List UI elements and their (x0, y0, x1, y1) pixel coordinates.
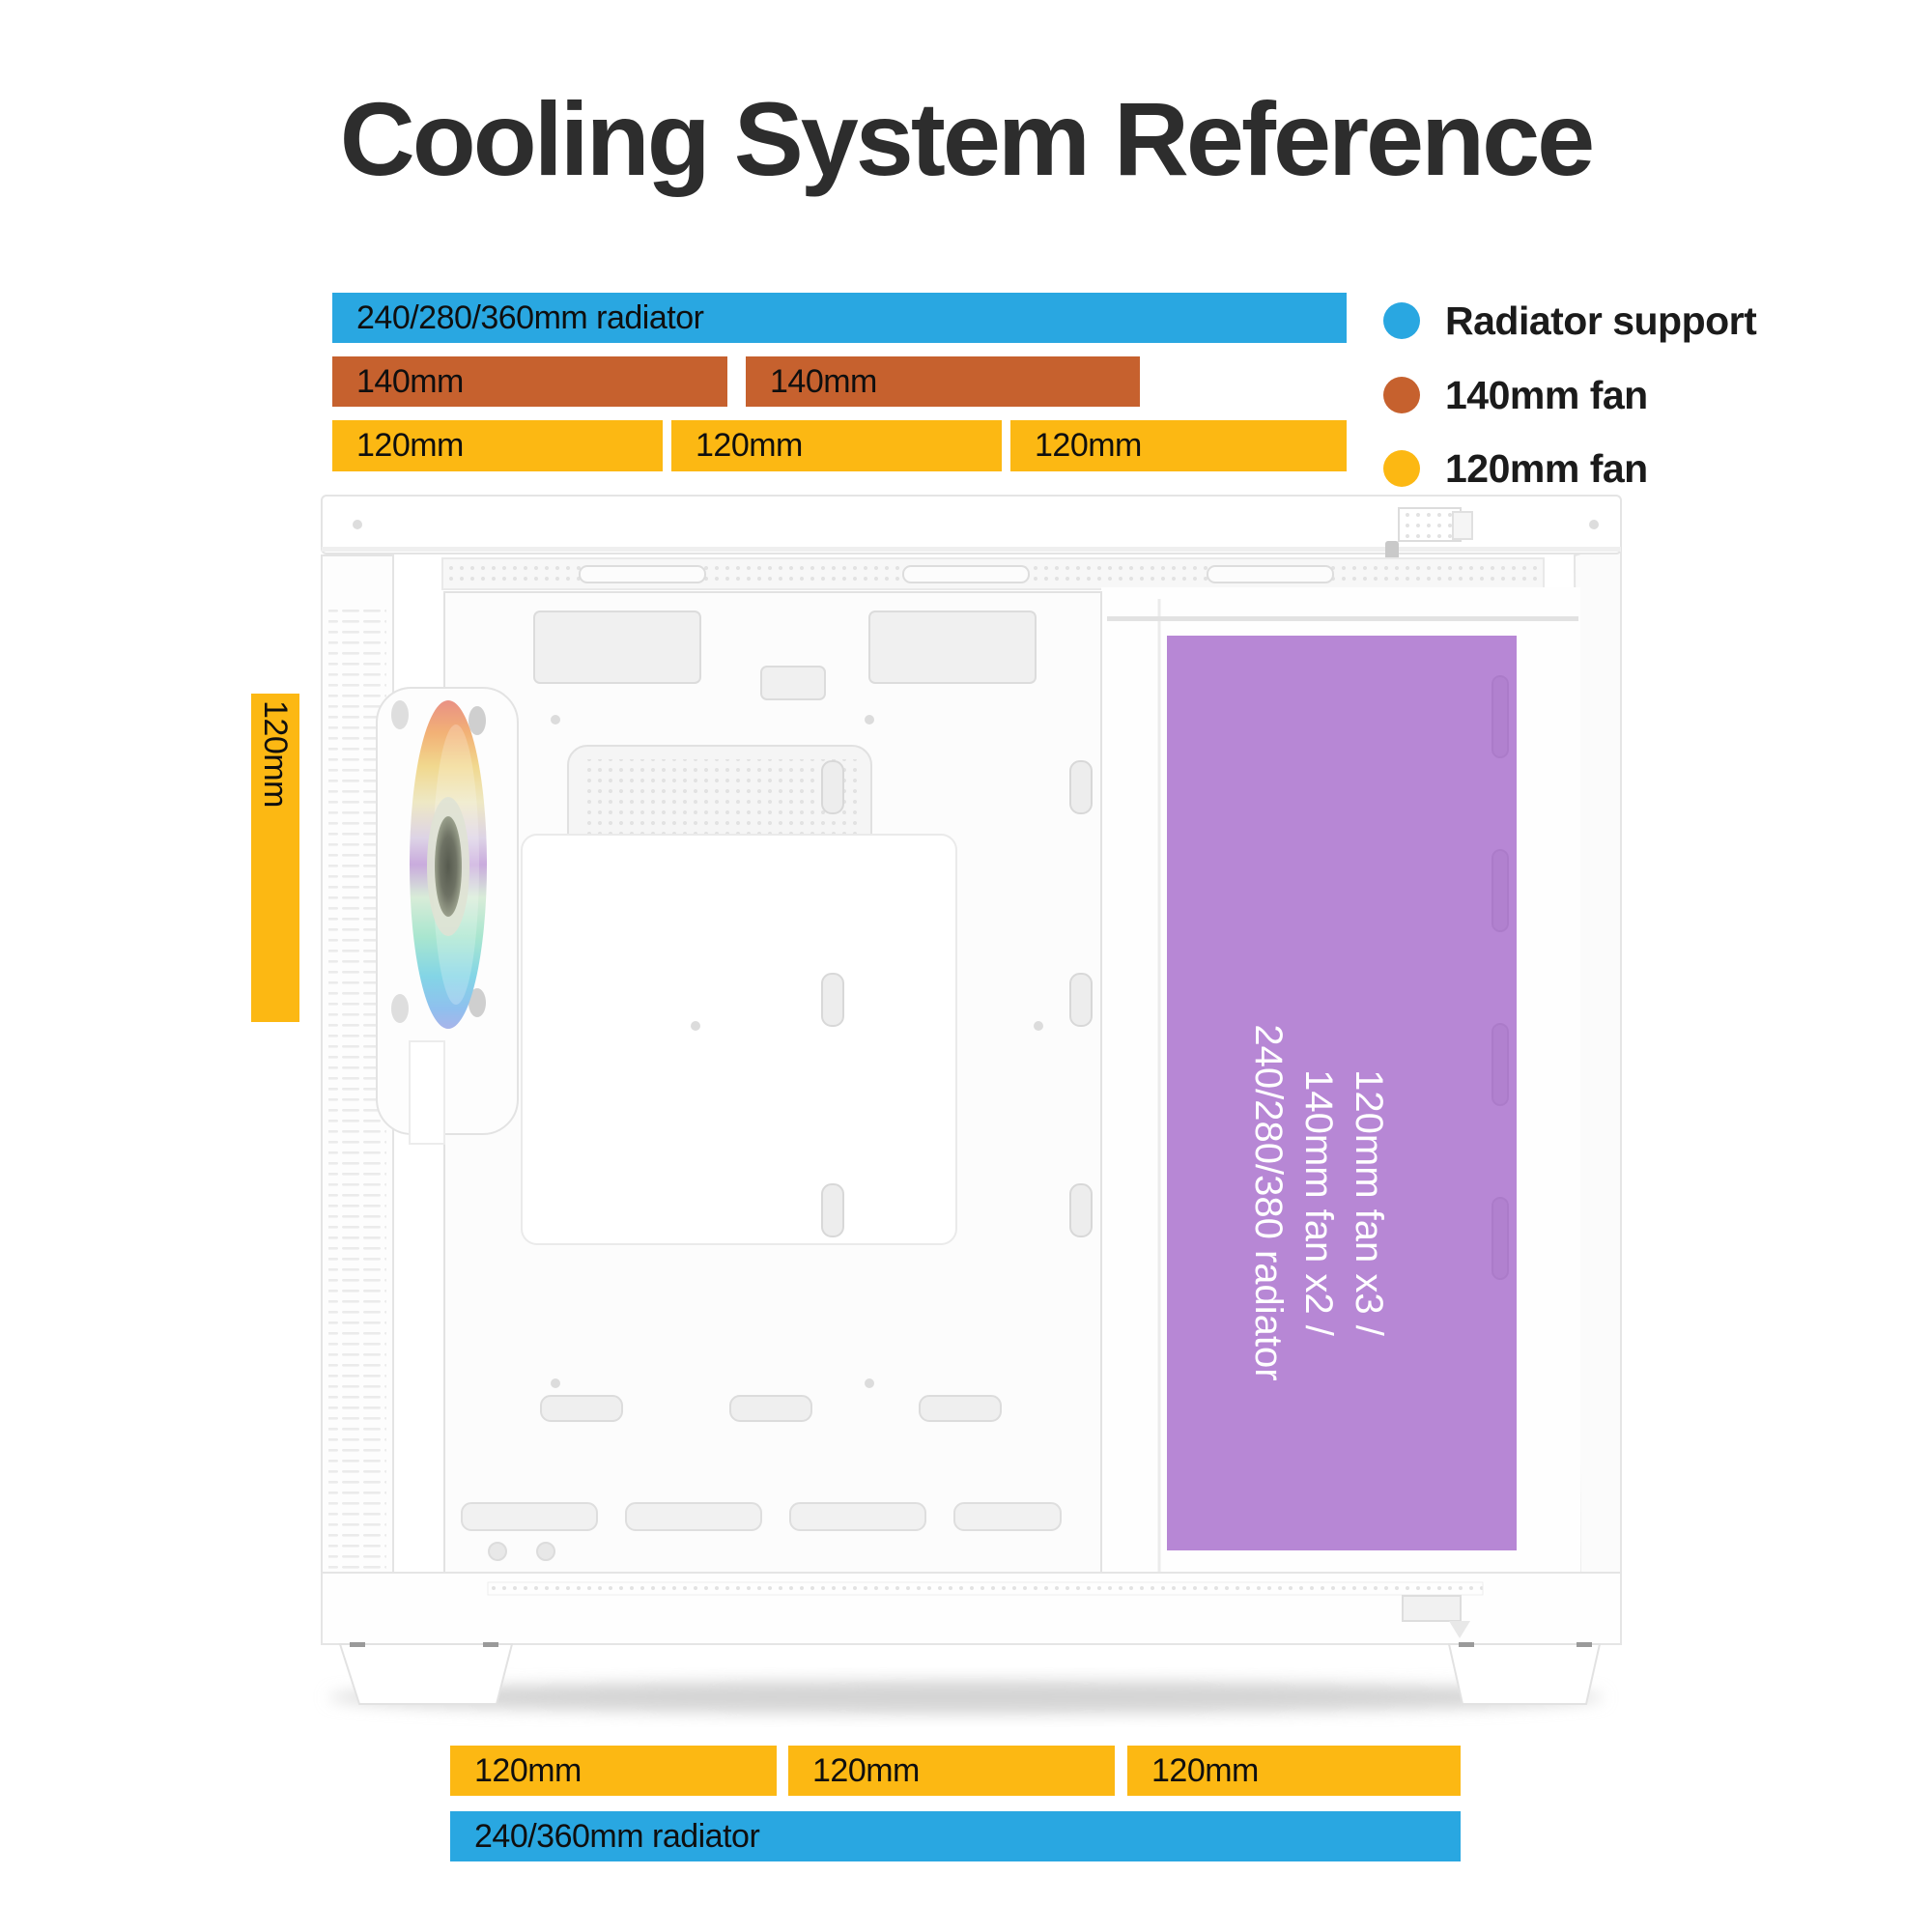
case-bottom (321, 1572, 1622, 1645)
legend-item-120mm-fan: 120mm fan (1383, 446, 1648, 491)
legend-label: Radiator support (1445, 298, 1757, 343)
fan-140mm-dot-icon (1383, 377, 1420, 413)
case-shadow (328, 1681, 1604, 1714)
page-title: Cooling System Reference (339, 80, 1595, 197)
front-fan-highlight-label: 120mm fan x3 / 140mm fan x2 / 240/280/38… (1243, 903, 1394, 1502)
fan-120mm-dot-icon (1383, 450, 1420, 487)
top-radiator-bar: 240/280/360mm radiator (332, 293, 1347, 343)
legend-label: 140mm fan (1445, 372, 1648, 417)
top-vent-strip (441, 557, 1545, 590)
bottom-120mm-bar: 120mm (1127, 1746, 1461, 1796)
radiator-support-dot-icon (1383, 302, 1420, 339)
bottom-120mm-bar: 120mm (788, 1746, 1115, 1796)
top-120mm-bar: 120mm (671, 420, 1002, 471)
legend-item-140mm-fan: 140mm fan (1383, 373, 1648, 417)
bottom-radiator-bar: 240/360mm radiator (450, 1811, 1461, 1861)
highlight-line: 120mm fan x3 / (1348, 1069, 1390, 1336)
front-120mm-bar (251, 694, 299, 1022)
bottom-120mm-bar: 120mm (450, 1746, 777, 1796)
motherboard-tray (443, 591, 1102, 1574)
highlight-line: 140mm fan x2 / (1297, 1069, 1340, 1336)
front-fan-highlight (1167, 636, 1517, 1550)
top-140mm-bar: 140mm (746, 356, 1140, 407)
top-120mm-bar: 120mm (1010, 420, 1347, 471)
highlight-line: 240/280/380 radiator (1247, 1024, 1290, 1381)
rgb-fan-icon (376, 687, 519, 1145)
legend-label: 120mm fan (1445, 445, 1648, 491)
legend-item-radiator: Radiator support (1383, 298, 1757, 343)
top-140mm-bar: 140mm (332, 356, 727, 407)
case-top-panel (321, 495, 1622, 574)
top-120mm-bar: 120mm (332, 420, 663, 471)
front-120mm-bar-label: 120mm (257, 700, 294, 808)
case-feet (338, 1642, 1602, 1705)
